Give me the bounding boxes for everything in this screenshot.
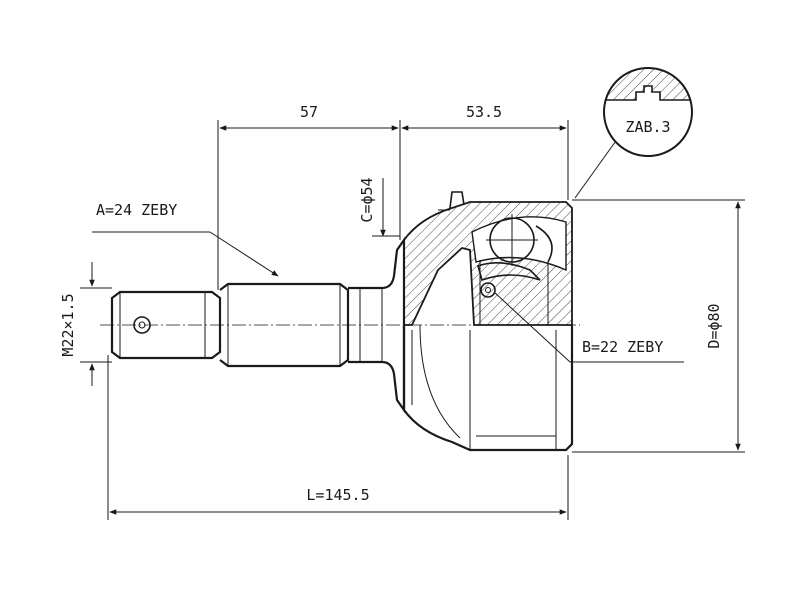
dim-label-53-5: 53.5 <box>466 103 502 121</box>
dim-label-thread: M22×1.5 <box>59 293 77 356</box>
center-hole-circle <box>133 316 151 334</box>
spline-shaft <box>219 282 350 368</box>
inner-race <box>471 214 567 325</box>
dim-label-outer-diameter: D=ϕ80 <box>705 303 723 348</box>
extension-lines <box>80 120 745 520</box>
dimension-lines <box>89 125 741 515</box>
detail-view-zab3: ZAB.3 <box>603 67 693 157</box>
dim-label-57: 57 <box>300 103 318 121</box>
detail-label: ZAB.3 <box>625 118 670 136</box>
leader-lines <box>92 137 684 363</box>
spline-label-b: B=22 ZEBY <box>582 338 663 356</box>
spline-label-a: A=24 ZEBY <box>96 201 177 219</box>
dim-label-seal-diameter: C=ϕ54 <box>358 177 376 222</box>
inner-pin-circle <box>480 282 496 298</box>
dim-label-total-length: L=145.5 <box>306 486 369 504</box>
threaded-stub <box>110 290 222 360</box>
